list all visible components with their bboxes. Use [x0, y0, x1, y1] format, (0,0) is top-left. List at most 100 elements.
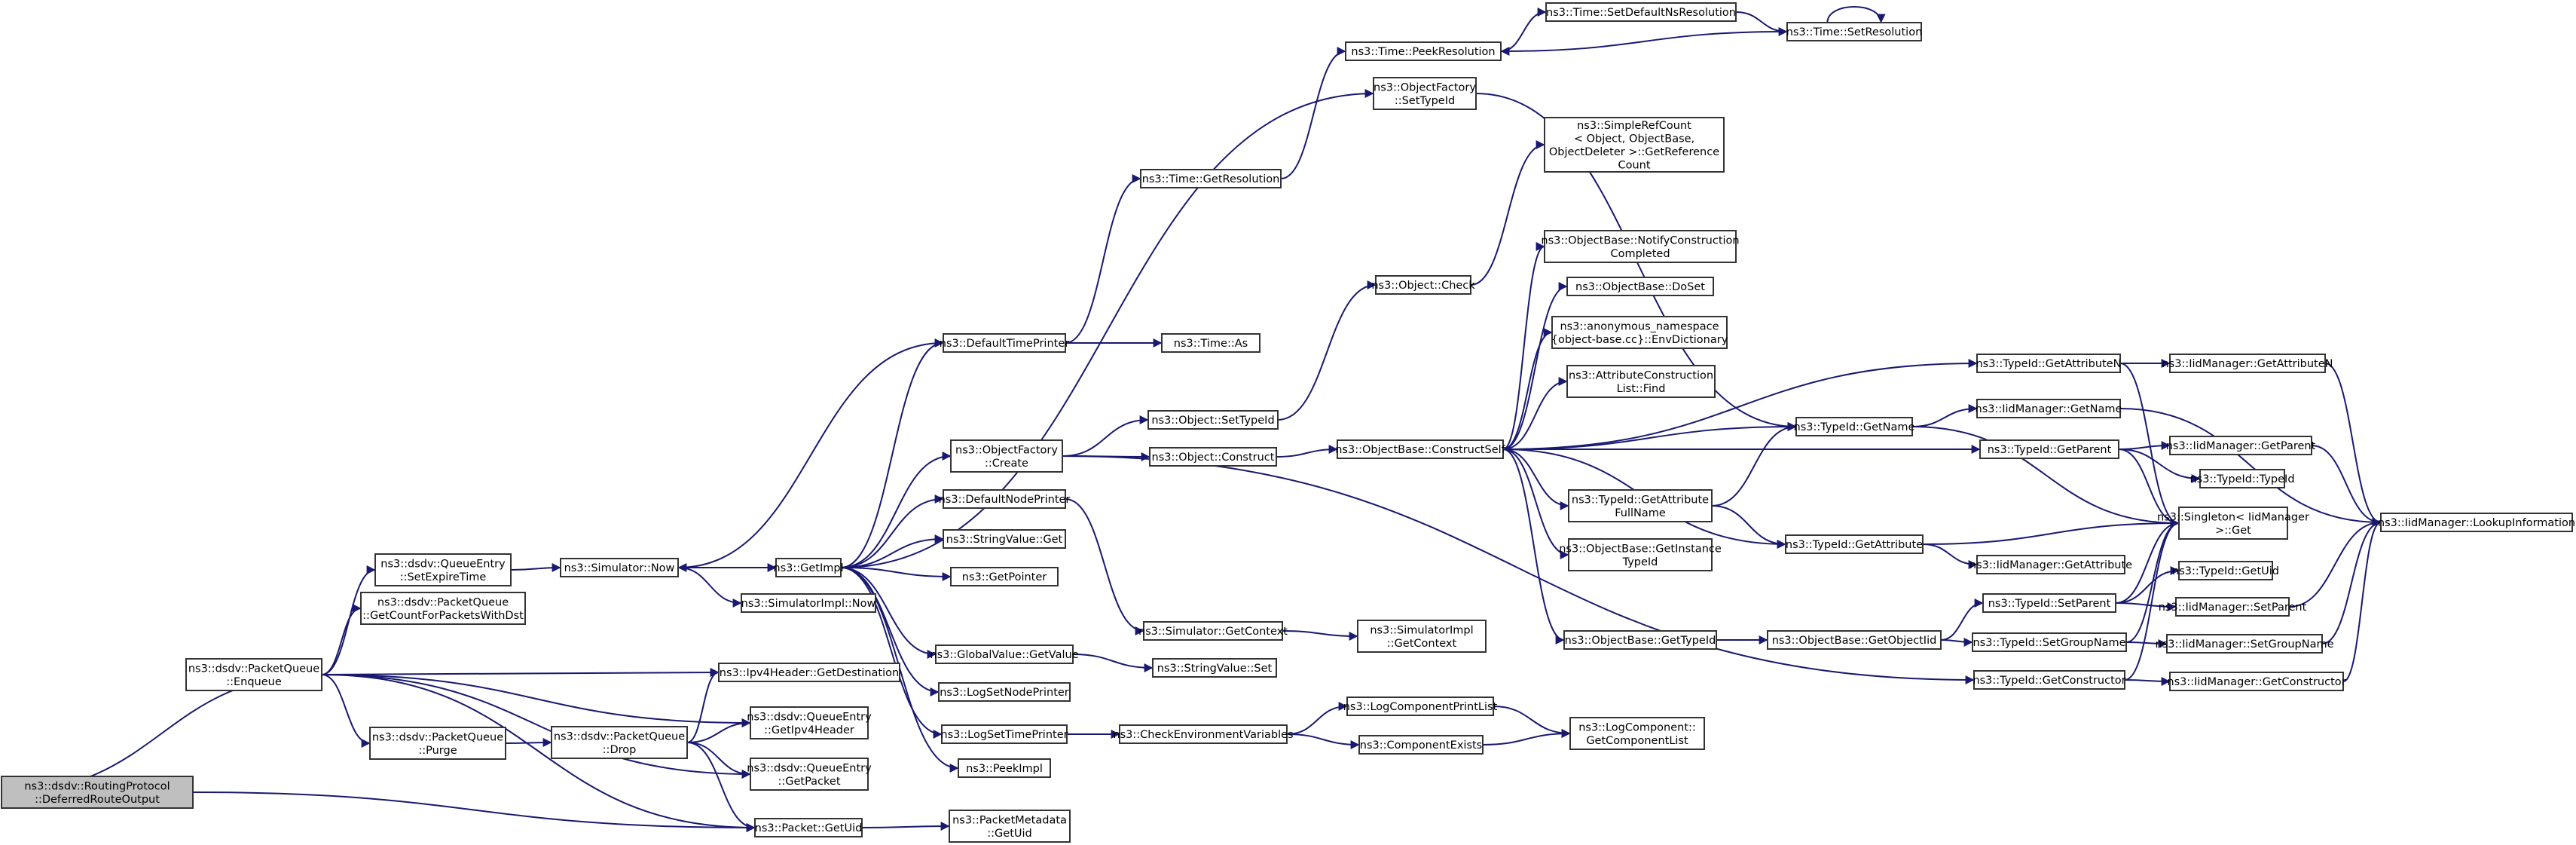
node-ns3-objectbase-getobjectiid[interactable]: ns3::ObjectBase::GetObjectIid — [1767, 630, 1942, 650]
node-box — [1337, 439, 1504, 459]
node-ns3-dsdv-queueentry-getipv4header[interactable]: ns3::dsdv::QueueEntry::GetIpv4Header — [747, 706, 872, 739]
node-ns3-time-getresolution[interactable]: ns3::Time::GetResolution — [1140, 169, 1282, 188]
node-ns3-typeid-typeid[interactable]: ns3::TypeId::TypeId — [2189, 469, 2295, 488]
node-ns3-typeid-getparent[interactable]: ns3::TypeId::GetParent — [1979, 439, 2119, 459]
node-ns3-logcomponentprintlist[interactable]: ns3::LogComponentPrintList — [1343, 697, 1498, 716]
node-label-line: ns3::Object::SetTypeId — [1151, 415, 1274, 427]
node-label-line: ns3::Singleton< IidManager — [2157, 511, 2309, 523]
node-label-line: ns3::PacketMetadata — [952, 814, 1067, 826]
node-ns3-objectbase-notifyconstructioncompleted[interactable]: ns3::ObjectBase::NotifyConstructionCompl… — [1541, 230, 1740, 263]
node-ns3-singleton-iidmanager-get[interactable]: ns3::Singleton< IidManager >::Get — [2157, 507, 2309, 540]
edge-line — [1911, 404, 1978, 427]
edge-line — [1282, 630, 1358, 641]
node-ns3-typeid-getattributen[interactable]: ns3::TypeId::GetAttributeN — [1976, 354, 2122, 373]
edge-n9-n13 — [861, 822, 950, 831]
edge-line — [1502, 359, 1978, 450]
node-ns3-typeid-getname[interactable]: ns3::TypeId::GetName — [1794, 417, 1915, 436]
node-ns3-logsettimeprinter[interactable]: ns3::LogSetTimePrinter — [940, 724, 1068, 744]
node-ns3-simulatorimpl-getcontext[interactable]: ns3::SimulatorImpl::GetContext — [1357, 620, 1487, 653]
node-ns3-object-construct[interactable]: ns3::Object::Construct — [1149, 447, 1277, 467]
node-ns3-typeid-setparent[interactable]: ns3::TypeId::SetParent — [1982, 593, 2116, 613]
node-ns3-defaultnodeprinter[interactable]: ns3::DefaultNodePrinter — [939, 489, 1071, 509]
node-ns3-componentexists[interactable]: ns3::ComponentExists — [1358, 735, 1484, 755]
node-ns3-stringvalue-get[interactable]: ns3::StringValue::Get — [943, 529, 1066, 549]
node-label-line: ns3::GetImpl — [773, 562, 843, 574]
node-ns3-objectfactory-create[interactable]: ns3::ObjectFactory::Create — [950, 439, 1063, 473]
edge-n54-n60 — [2115, 519, 2180, 604]
node-ns3-objectfactory-settypeid[interactable]: ns3::ObjectFactory::SetTypeId — [1373, 77, 1477, 110]
node-ns3-iidmanager-setparent[interactable]: ns3::IidManager::SetParent — [2159, 597, 2307, 617]
edge-n53-n58 — [2118, 441, 2171, 451]
node-ns3-logcomponent-getcomponentlist[interactable]: ns3::LogComponent::GetComponentList — [1569, 717, 1705, 750]
edge-n52-n66 — [2119, 408, 2382, 527]
node-ns3-dsdv-queueentry-getpacket[interactable]: ns3::dsdv::QueueEntry::GetPacket — [747, 758, 872, 791]
node-label-line: ns3::DefaultNodePrinter — [939, 494, 1071, 506]
node-ns3-typeid-getattribute[interactable]: ns3::TypeId::GetAttribute — [1785, 534, 1924, 554]
node-box — [2169, 436, 2312, 455]
node-box — [2169, 354, 2326, 373]
node-ns3-dsdv-packetqueue-getcountforpacketswithdst[interactable]: ns3::dsdv::PacketQueue::GetCountForPacke… — [360, 592, 526, 625]
node-ns3-logsetnodeprinter[interactable]: ns3::LogSetNodePrinter — [938, 682, 1071, 702]
node-ns3-time-setresolution[interactable]: ns3::Time::SetResolution — [1786, 22, 1923, 41]
node-ns3-typeid-getuid[interactable]: ns3::TypeId::GetUid — [2172, 561, 2279, 580]
edge-line — [1062, 455, 1975, 684]
node-ns3-iidmanager-getconstructor[interactable]: ns3::IidManager::GetConstructor — [2167, 672, 2346, 691]
node-ns3-objectbase-constructself[interactable]: ns3::ObjectBase::ConstructSelf — [1335, 439, 1506, 459]
edge-line — [1500, 31, 1788, 56]
node-ns3-time-peekresolution[interactable]: ns3::Time::PeekResolution — [1345, 41, 1502, 61]
node-ns3-iidmanager-getattribute[interactable]: ns3::IidManager::GetAttribute — [1969, 555, 2132, 574]
edge-n56-n60 — [2124, 519, 2180, 681]
edge-n12-n25 — [840, 89, 1374, 568]
node-ns3-objectbase-doset[interactable]: ns3::ObjectBase::DoSet — [1566, 277, 1714, 296]
node-ns3-time-as[interactable]: ns3::Time::As — [1161, 333, 1260, 353]
node-ns3-dsdv-queueentry-setexpiretime[interactable]: ns3::dsdv::QueueEntry::SetExpireTime — [374, 553, 512, 586]
node-ns3-simulator-getcontext[interactable]: ns3::Simulator::GetContext — [1138, 621, 1288, 641]
edge-line — [840, 534, 944, 568]
node-ns3-typeid-getconstructor[interactable]: ns3::TypeId::GetConstructor — [1972, 670, 2126, 690]
node-ns3-anonymous-namespace-object-base-cc-envdictionary[interactable]: ns3::anonymous_namespace{object-base.cc}… — [1551, 316, 1728, 349]
node-ns3-object-settypeid[interactable]: ns3::Object::SetTypeId — [1147, 410, 1279, 430]
node-ns3-simulator-now[interactable]: ns3::Simulator::Now — [560, 558, 679, 577]
node-ns3-getpointer[interactable]: ns3::GetPointer — [950, 567, 1059, 586]
node-box — [1373, 77, 1477, 110]
node-ns3-packetmetadata-getuid[interactable]: ns3::PacketMetadata::GetUid — [949, 810, 1071, 843]
node-box — [2178, 507, 2288, 540]
node-ns3-iidmanager-setgroupname[interactable]: ns3::IidManager::SetGroupName — [2155, 634, 2334, 654]
node-ns3-time-setdefaultnsresolution[interactable]: ns3::Time::SetDefaultNsResolution — [1545, 2, 1737, 22]
node-ns3-iidmanager-getname[interactable]: ns3::IidManager::GetName — [1976, 399, 2122, 418]
node-ns3-dsdv-routingprotocol-deferredrouteoutput[interactable]: ns3::dsdv::RoutingProtocol::DeferredRout… — [1, 776, 194, 809]
edge-n0-n1 — [1, 670, 322, 793]
node-ns3-getimpl[interactable]: ns3::GetImpl — [773, 558, 844, 577]
node-box — [754, 818, 863, 837]
node-ns3-objectbase-gettypeid[interactable]: ns3::ObjectBase::GetTypeId — [1563, 630, 1717, 650]
node-ns3-iidmanager-getparent[interactable]: ns3::IidManager::GetParent — [2166, 436, 2316, 455]
node-ns3-ipv4header-getdestination[interactable]: ns3::Ipv4Header::GetDestination — [718, 663, 900, 682]
node-ns3-stringvalue-set[interactable]: ns3::StringValue::Set — [1152, 658, 1277, 678]
node-ns3-defaulttimeprinter[interactable]: ns3::DefaultTimePrinter — [940, 333, 1069, 353]
node-box — [1, 776, 194, 809]
node-ns3-dsdv-packetqueue-drop[interactable]: ns3::dsdv::PacketQueue::Drop — [551, 726, 688, 759]
edge-line — [1502, 449, 1565, 644]
node-ns3-peekimpl[interactable]: ns3::PeekImpl — [958, 758, 1051, 778]
node-ns3-simplerefcount-object-objectbase-objectdeleter-getreferencecount[interactable]: ns3::SimpleRefCount< Object, ObjectBase,… — [1544, 117, 1725, 173]
node-box — [943, 333, 1066, 353]
node-ns3-globalvalue-getvalue[interactable]: ns3::GlobalValue::GetValue — [930, 644, 1079, 664]
edge-line — [677, 342, 944, 572]
node-ns3-simulatorimpl-now[interactable]: ns3::SimulatorImpl::Now — [741, 593, 876, 613]
node-ns3-packet-getuid[interactable]: ns3::Packet::GetUid — [754, 818, 863, 837]
node-ns3-iidmanager-getattributen[interactable]: ns3::IidManager::GetAttributeN — [2162, 354, 2333, 373]
node-ns3-object-check[interactable]: ns3::Object::Check — [1371, 275, 1475, 295]
node-ns3-dsdv-packetqueue-purge[interactable]: ns3::dsdv::PacketQueue::Purge — [369, 727, 506, 760]
node-ns3-dsdv-packetqueue-enqueue[interactable]: ns3::dsdv::PacketQueue::Enqueue — [185, 658, 322, 691]
node-box — [2166, 634, 2323, 654]
edge-line — [2288, 518, 2382, 608]
node-ns3-typeid-setgroupname[interactable]: ns3::TypeId::SetGroupName — [1972, 632, 2127, 652]
node-ns3-iidmanager-lookupinformation[interactable]: ns3::IidManager::LookupInformation — [2378, 513, 2575, 532]
edge-line — [1502, 422, 1797, 450]
edge-n15-n56 — [1062, 455, 1975, 684]
edge-line — [1286, 702, 1348, 735]
node-ns3-checkenvironmentvariables[interactable]: ns3::CheckEnvironmentVariables — [1113, 724, 1294, 744]
